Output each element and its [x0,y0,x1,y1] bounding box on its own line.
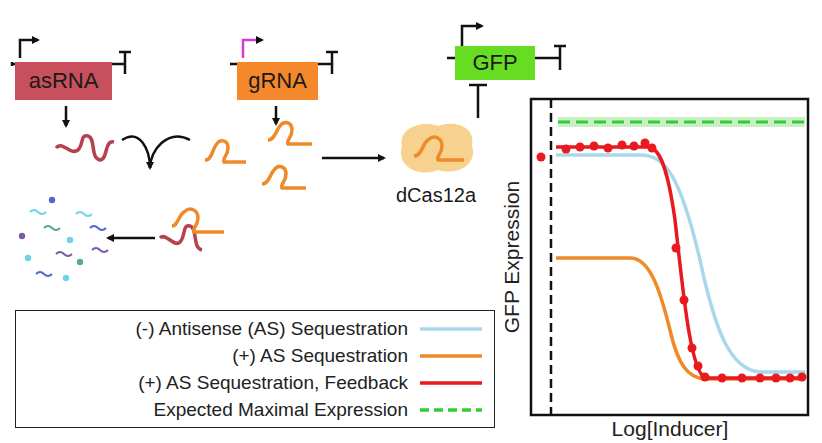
fragment [30,210,46,214]
dcas12a-blob [388,116,484,180]
legend-entry: (+) AS Sequestration, Feedback [28,369,484,396]
data-point [688,344,697,353]
degraded-fragments [19,197,108,281]
axis-title: GFP Expression [500,181,524,334]
binding-arrow [122,137,190,168]
data-point [537,153,546,162]
gene-box: asRNA [15,62,112,100]
data-point [672,244,681,253]
data-point [718,374,727,383]
fragment [49,197,55,203]
rna-strand [205,123,312,188]
data-point [576,143,585,152]
protein-label: dCas12a [396,184,476,207]
legend-entry: (-) Antisense (AS) Sequestration [28,315,484,342]
gene-label: asRNA [29,68,99,94]
fragment [36,272,52,276]
rna-strand [56,136,114,160]
fragment [44,226,60,230]
data-point [756,374,765,383]
fragment [56,252,72,256]
legend-text: (-) Antisense (AS) Sequestration [136,318,408,340]
data-point [694,362,703,371]
data-point [562,145,571,154]
fragment [90,226,106,230]
gene-label: gRNA [248,68,307,94]
degradation-arrow [108,237,155,240]
data-point [772,374,781,383]
gene-box: gRNA [237,62,318,100]
loading-arrow [322,157,384,160]
protein-complex: dCas12a [388,116,484,212]
fragment [77,259,83,265]
legend-line [418,323,484,335]
data-point [604,144,613,153]
fragment [63,275,69,281]
legend-line [418,404,484,416]
legend-line [418,350,484,362]
legend-line [418,377,484,389]
fragment [25,255,31,261]
transcription-arrow [66,106,276,126]
data-point [701,373,710,382]
legend-text: (+) AS Sequestration [232,345,408,367]
data-point [798,373,807,382]
axis-title: Log[Inducer] [612,417,729,441]
data-point [738,374,747,383]
chart [531,99,808,415]
fragment [67,237,73,243]
fragment [19,233,25,239]
legend-entry: (+) AS Sequestration [28,342,484,369]
fragment [76,212,92,216]
data-point [786,374,795,383]
repression-edge [469,85,487,118]
legend-text: (+) AS Sequestration, Feedback [138,372,408,394]
data-point [680,296,689,305]
gene-box: GFP [455,46,535,80]
data-point [648,144,657,153]
rna-duplex [160,209,224,250]
gene-label: GFP [472,50,517,76]
legend-text: Expected Maximal Expression [154,399,409,421]
data-point [618,141,627,150]
data-point [590,142,599,151]
legend-entry: Expected Maximal Expression [28,396,484,423]
legend: (-) Antisense (AS) Sequestration (+) AS S… [15,310,495,428]
data-point [630,142,639,151]
fragment [92,248,108,252]
